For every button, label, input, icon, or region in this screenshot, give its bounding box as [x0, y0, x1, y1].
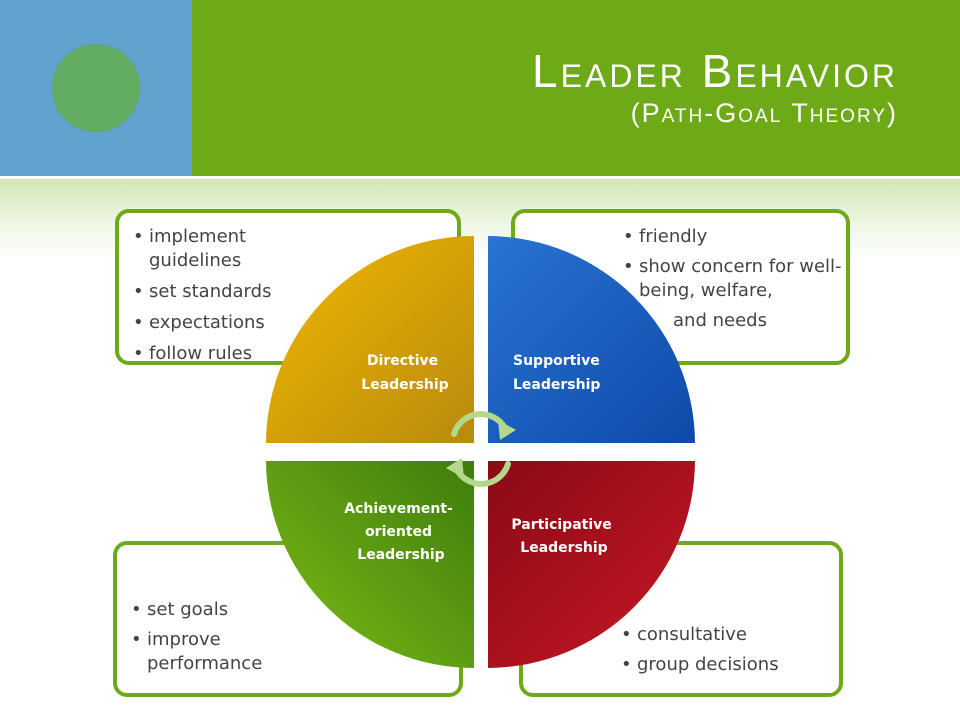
header-divider	[0, 176, 960, 179]
supportive-label: Supportive Leadership	[513, 353, 605, 393]
title-subtitle: (Path-Goal Theory)	[630, 98, 898, 128]
directive-behaviors-list: implement guidelines set standards expec…	[133, 225, 313, 373]
arrowhead-bottom	[446, 458, 464, 478]
slide-title: Leader Behavior (Path-Goal Theory)	[532, 48, 898, 127]
list-item: implement guidelines	[133, 225, 313, 273]
title-main: Leader Behavior	[532, 45, 898, 97]
participative-behaviors-list: consultative group decisions	[621, 623, 821, 683]
list-item: consultative	[621, 623, 821, 647]
list-item: set goals	[131, 598, 311, 622]
achievement-quadrant	[266, 461, 474, 668]
participative-label-line1: Participative	[511, 517, 611, 533]
list-item: show concern for well-being, welfare,	[623, 255, 848, 303]
list-item: follow rules	[133, 342, 313, 366]
list-item: improve performance	[131, 628, 311, 676]
list-item: friendly	[623, 225, 848, 249]
directive-label-line1: Directive	[367, 353, 438, 369]
supportive-label-line1: Supportive	[513, 353, 600, 369]
supportive-behaviors-list: friendly show concern for well-being, we…	[623, 225, 848, 339]
participative-label-line2: Leadership	[520, 540, 607, 556]
header-circle-decoration	[52, 44, 140, 132]
directive-label: Directive Leadership	[361, 353, 448, 393]
list-item: expectations	[133, 311, 313, 335]
directive-quadrant	[266, 236, 474, 443]
achievement-label-line3: Leadership	[357, 547, 444, 563]
arrowhead-top	[498, 420, 516, 440]
supportive-label-line2: Leadership	[513, 377, 600, 393]
participative-label: Participative Leadership	[511, 517, 616, 556]
list-item: set standards	[133, 280, 313, 304]
achievement-label-line1: Achievement-	[344, 501, 453, 517]
participative-quadrant	[488, 461, 695, 668]
achievement-behaviors-list: set goals improve performance	[131, 598, 311, 682]
list-item: group decisions	[621, 653, 821, 677]
header-accent-block	[0, 0, 192, 178]
list-item-continuation: and needs	[673, 310, 767, 331]
achievement-label-line2: oriented	[365, 524, 432, 540]
supportive-quadrant	[488, 236, 695, 443]
achievement-label: Achievement- oriented Leadership	[344, 501, 457, 563]
directive-label-line2: Leadership	[361, 377, 448, 393]
